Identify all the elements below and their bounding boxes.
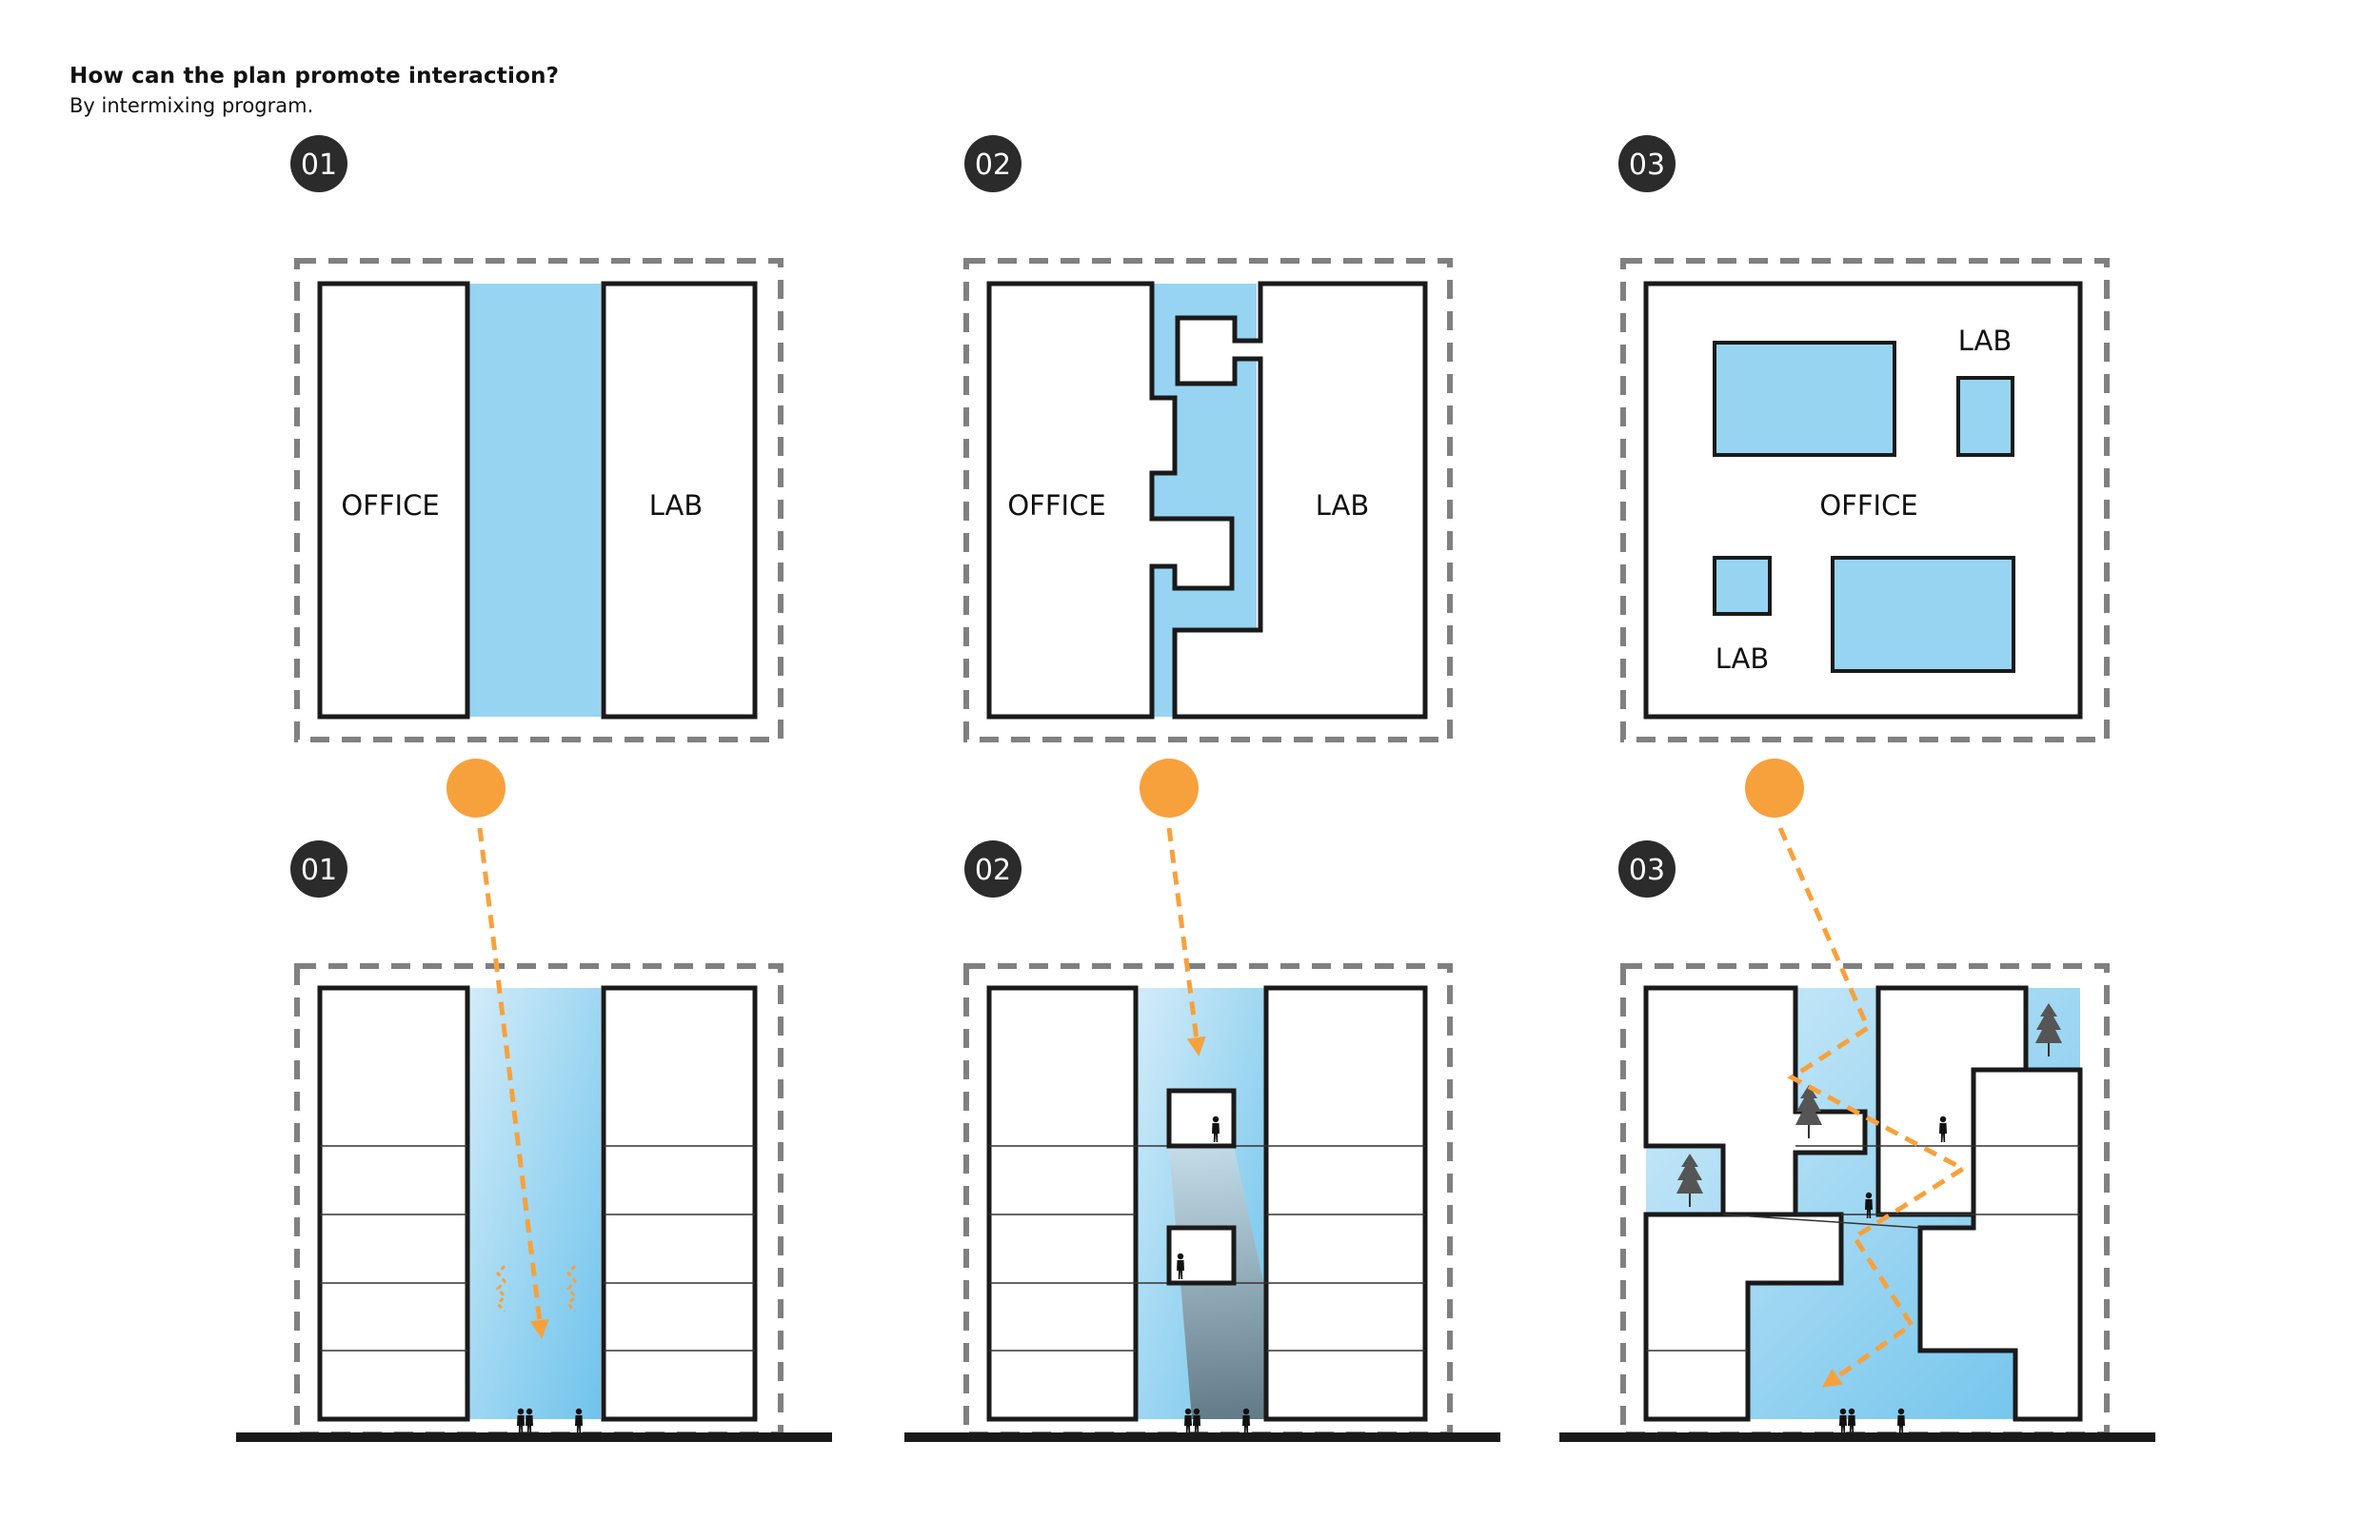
- lab-pod: [1713, 556, 1772, 616]
- diagram-title: How can the plan promote interaction?: [69, 64, 560, 89]
- section-01-badge-label: 01: [301, 854, 337, 887]
- sun-icon: [1140, 759, 1199, 818]
- plan-02-label-office: OFFICE: [1007, 489, 1105, 522]
- shared-space: [1713, 341, 1896, 457]
- plan-03-label-lab-top: LAB: [1958, 325, 2013, 357]
- dashed-boundary: [963, 258, 1453, 742]
- sun-icon: [1745, 759, 1804, 818]
- section-01: [236, 827, 832, 1442]
- ground-line: [236, 1432, 832, 1442]
- lab-volume: [1917, 1067, 2083, 1422]
- sun-icon: [446, 759, 506, 818]
- section-02: [904, 827, 1500, 1442]
- plan-03-badge-label: 03: [1629, 148, 1665, 182]
- plan-02-badge-label: 02: [975, 148, 1011, 182]
- plan-03-label-lab-bottom: LAB: [1716, 642, 1770, 675]
- dashed-boundary: [1620, 258, 2110, 742]
- plan-01-label-lab: LAB: [649, 489, 704, 522]
- ground-line: [1559, 1432, 2155, 1442]
- dashed-boundary: [294, 258, 783, 742]
- plan-01: [294, 258, 783, 742]
- lab-pod: [1956, 376, 2014, 457]
- section-02-badge: [964, 840, 1021, 898]
- light-arrow-icon: [1166, 827, 1206, 1056]
- lab-stack: [601, 985, 758, 1422]
- ground-line: [904, 1432, 1500, 1442]
- plan-03: [1620, 258, 2110, 742]
- plan-02-badge: [964, 135, 1021, 192]
- section-02-badge-label: 02: [975, 854, 1011, 887]
- office-stack: [986, 985, 1139, 1422]
- lab-block: [1172, 281, 1428, 720]
- section-03-badge: [1618, 840, 1676, 898]
- lab-block: [601, 281, 758, 720]
- plan-01-label-office: OFFICE: [341, 489, 439, 522]
- section-01-badge: [290, 840, 347, 898]
- atrium-void: [467, 988, 601, 1419]
- atrium: [467, 284, 601, 717]
- shared-space: [1831, 556, 2015, 673]
- plan-03-badge: [1618, 135, 1676, 192]
- office-block: [317, 281, 470, 720]
- section-03-badge-label: 03: [1629, 854, 1665, 887]
- diagram-subtitle: By intermixing program.: [69, 94, 314, 117]
- section-03: [1559, 826, 2155, 1442]
- office-stack: [317, 985, 470, 1422]
- lab-stack: [1263, 985, 1428, 1422]
- office-block: [986, 281, 1235, 720]
- interaction-pod: [1166, 1088, 1237, 1149]
- interaction-pod: [1166, 1225, 1237, 1286]
- plan-01-badge: [290, 135, 347, 192]
- plan-02-label-lab: LAB: [1316, 489, 1370, 522]
- plan-03-label-office: OFFICE: [1819, 489, 1917, 522]
- office-volume: [1643, 985, 1868, 1217]
- light-arrow-icon: [477, 827, 549, 1339]
- plan-02: [963, 258, 1453, 742]
- plan-01-badge-label: 01: [301, 148, 337, 182]
